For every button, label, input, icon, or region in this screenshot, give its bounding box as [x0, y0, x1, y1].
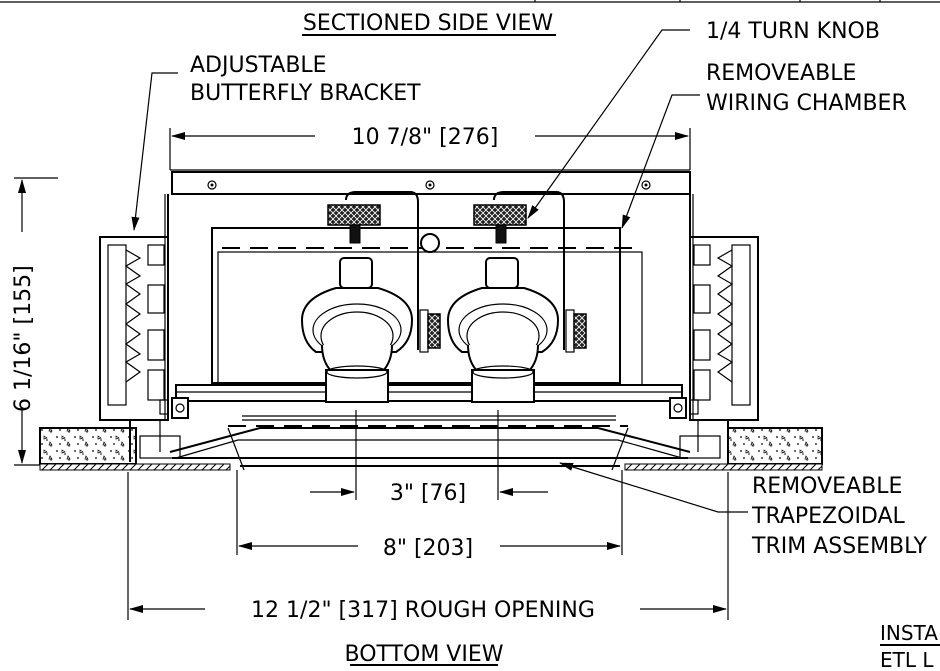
- dimension-rough-opening-text: 12 1/2" [317] ROUGH OPENING: [251, 598, 595, 623]
- wiring-label-2: WIRING CHAMBER: [706, 91, 907, 116]
- dimension-center-spacing-text: 3" [76]: [390, 481, 466, 506]
- dimension-height-side: 6 1/16" [155]: [11, 177, 58, 466]
- butterfly-bracket-left: [99, 236, 169, 421]
- etl-partial-label: ETL L: [880, 648, 934, 671]
- lamp-left: [300, 191, 441, 403]
- install-partial-label: INSTA: [880, 621, 938, 645]
- ceiling-right: [624, 427, 823, 471]
- dimension-trim-width-text: 8" [203]: [383, 536, 473, 561]
- adjustable-label-1: ADJUSTABLE: [190, 53, 327, 78]
- dimension-height-side-text: 6 1/16" [155]: [11, 265, 36, 412]
- adjustable-label-2: BUTTERFLY BRACKET: [190, 81, 421, 106]
- dimension-width-top: 10 7/8" [276]: [169, 125, 691, 170]
- dimension-center-spacing: 3" [76]: [310, 410, 548, 506]
- bottom-frame: [129, 384, 729, 462]
- wiring-label-1: REMOVEABLE: [706, 61, 856, 86]
- wiring-chamber: [211, 227, 643, 386]
- leader-lines: [131, 29, 748, 513]
- dimension-width-top-text: 10 7/8" [276]: [352, 125, 499, 150]
- trapezoidal-trim: [169, 427, 691, 471]
- butterfly-bracket-right: [689, 236, 759, 421]
- turn-knob-label: 1/4 TURN KNOB: [706, 19, 880, 44]
- dimension-trim-width: 8" [203]: [236, 470, 623, 561]
- bottom-view-title: BOTTOM VIEW: [345, 642, 504, 667]
- dimension-rough-opening: 12 1/2" [317] ROUGH OPENING: [127, 472, 729, 623]
- housing: [164, 169, 694, 420]
- ceiling-left: [39, 427, 231, 471]
- trim-label-3: TRIM ASSEMBLY: [751, 534, 927, 559]
- title-block-border: [0, 0, 940, 3]
- trim-label-2: TRAPEZOIDAL: [751, 504, 906, 529]
- sectioned-side-view-title: SECTIONED SIDE VIEW: [303, 11, 553, 36]
- lamp-right: [446, 191, 587, 403]
- trim-label-1: REMOVEABLE: [752, 474, 902, 499]
